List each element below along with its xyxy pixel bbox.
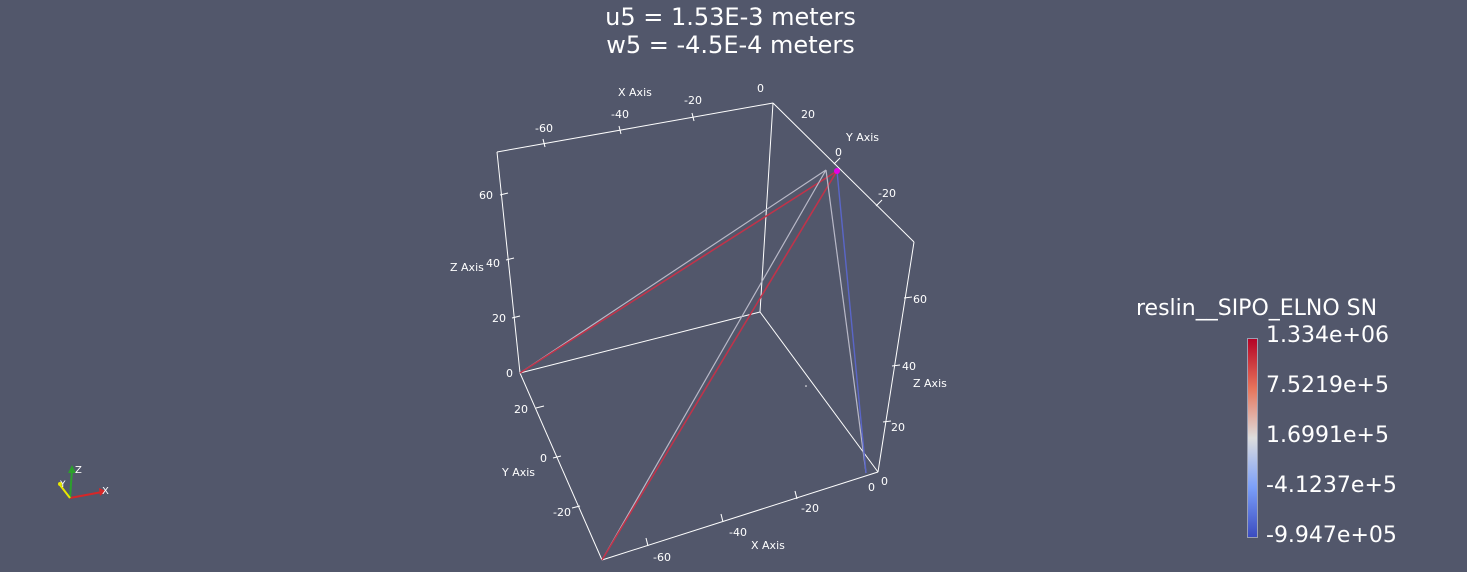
z-orientation-arrowhead [68, 465, 76, 473]
z-axis-right-label: Z Axis [913, 377, 947, 390]
y-orientation-arrow [59, 484, 71, 499]
y-axis-top-tick: -20 [878, 187, 896, 200]
x-axis-bottom-tick: -20 [801, 502, 819, 515]
title-line-2: w5 = -4.5E-4 meters [606, 31, 855, 59]
x-orientation-label: X [102, 486, 109, 497]
z-axis-right-tick: 20 [891, 421, 905, 434]
x-axis-top-tick: -20 [684, 94, 702, 107]
z-axis-left-tick: 20 [492, 312, 506, 325]
z-axis-left-tick: 40 [486, 257, 500, 270]
x-axis-bottom-label: X Axis [751, 539, 785, 552]
orientation-axes-widget[interactable]: X Z Y [58, 465, 109, 499]
y-axis-left-tick: -20 [553, 506, 571, 519]
x-axis-bottom-tick: -40 [729, 526, 747, 539]
x-axis-origin-tick: 0 [881, 475, 888, 488]
x-axis-top-label: X Axis [618, 86, 652, 99]
tick-marks [499, 112, 913, 547]
z-orientation-label: Z [75, 465, 82, 476]
x-axis-top-tick: -60 [535, 122, 553, 135]
x-axis-top-tick: -40 [611, 108, 629, 121]
y-axis-left-label: Y Axis [501, 466, 535, 479]
x-orientation-arrowhead [99, 488, 106, 496]
colorbar-tick: 1.334e+06 [1266, 323, 1389, 348]
x-orientation-arrow [69, 491, 103, 499]
x-axis-top-tick: 0 [757, 82, 764, 95]
scene-point [805, 385, 807, 387]
colorbar-gradient[interactable] [1247, 338, 1258, 538]
y-orientation-label: Y [59, 480, 66, 490]
y-axis-left-tick: 20 [514, 403, 528, 416]
colorbar-title: reslin__SIPO_ELNO SN [1136, 296, 1378, 321]
y-axis-top-tick: 0 [835, 146, 842, 159]
y-axis-top-label: Y Axis [845, 131, 879, 144]
colorbar-tick: 7.5219e+5 [1266, 373, 1389, 398]
colorbar-tick: -9.947e+05 [1266, 523, 1397, 548]
cube-axes-box [496, 102, 915, 561]
z-axis-left-tick: 60 [479, 189, 493, 202]
truss-members [519, 169, 867, 561]
z-axis-right-tick: 40 [902, 360, 916, 373]
z-axis-left-tick: 0 [506, 367, 513, 380]
z-axis-left-label: Z Axis [450, 261, 484, 274]
colorbar-tick: -4.1237e+5 [1266, 473, 1397, 498]
x-axis-bottom-tick: -60 [653, 551, 671, 564]
colorbar-tick: 1.6991e+5 [1266, 423, 1389, 448]
y-axis-top-tick: 20 [801, 108, 815, 121]
highlighted-node[interactable] [834, 168, 840, 174]
y-axis-left-tick: 0 [540, 452, 547, 465]
title-line-1: u5 = 1.53E-3 meters [605, 3, 856, 31]
z-orientation-arrow [69, 469, 73, 499]
z-axis-right-tick: 60 [913, 293, 927, 306]
x-axis-bottom-tick: 0 [868, 481, 875, 494]
y-orientation-arrowhead [58, 482, 62, 486]
